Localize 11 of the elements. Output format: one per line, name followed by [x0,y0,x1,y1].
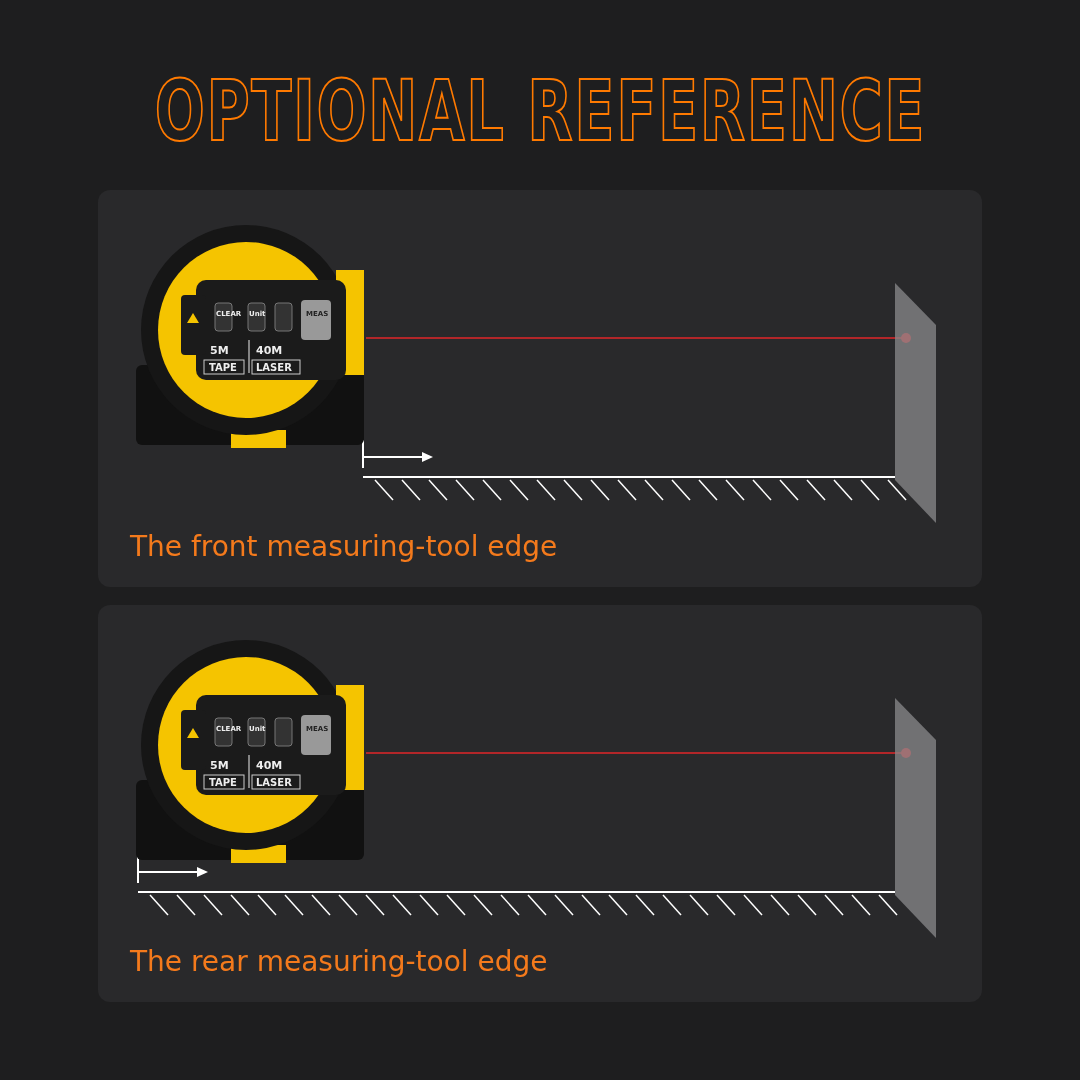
range-label: 5M [210,345,229,356]
range-label: 40M [256,345,283,356]
mode-label: LASER [256,363,292,373]
caption: The rear measuring-tool edge [130,945,548,978]
caption: The front measuring-tool edge [130,530,558,563]
mode-label: TAPE [209,778,237,788]
range-label: 5M [210,760,229,771]
mode-label: TAPE [209,363,237,373]
title: OPTIONAL REFERENCE [154,62,926,160]
mode-label: LASER [256,778,292,788]
range-label: 40M [256,760,283,771]
